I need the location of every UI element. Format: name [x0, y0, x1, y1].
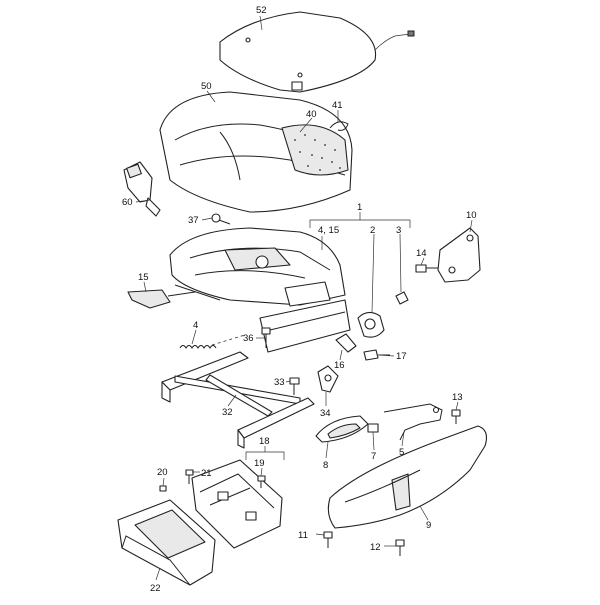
leader-lines [135, 15, 473, 581]
callout-1: 1 [357, 202, 362, 213]
callout-12: 12 [370, 542, 381, 553]
callout-8: 8 [323, 460, 328, 471]
callout-17: 17 [396, 351, 407, 362]
callout-40: 40 [306, 109, 317, 120]
storage-drawer-icon [117, 499, 216, 586]
screw-icon [257, 475, 266, 488]
callout-16: 16 [334, 360, 345, 371]
seat-belt-buckle-icon [123, 161, 161, 217]
screw-icon [289, 377, 300, 395]
screw-icon [451, 409, 461, 424]
callout-18: 18 [259, 436, 270, 447]
callout-2: 2 [370, 225, 375, 236]
side-trim-panel-icon [327, 425, 487, 529]
callout-10: 10 [466, 210, 477, 221]
bracket-icon [415, 227, 481, 283]
cover-cap-icon [315, 415, 369, 443]
callout-7: 7 [371, 451, 376, 462]
callout-9: 9 [426, 520, 431, 531]
clip-icon [159, 485, 167, 492]
bolt-icon [395, 291, 409, 305]
callout-labels: 52 50 41 40 60 37 1 4, 15 2 3 10 14 15 4… [122, 5, 477, 594]
callout-33: 33 [274, 377, 285, 388]
screw-icon [261, 327, 271, 348]
callout-32: 32 [222, 407, 233, 418]
spring-icon [179, 334, 246, 349]
callout-13: 13 [452, 392, 463, 403]
lever-handle-icon [127, 289, 196, 309]
seat-cushion-icon [159, 91, 353, 213]
callout-34: 34 [320, 408, 331, 419]
callout-3: 3 [396, 225, 401, 236]
screw-icon [395, 539, 405, 556]
callout-22: 22 [150, 583, 161, 594]
screw-icon [323, 531, 333, 548]
callout-4-15: 4, 15 [318, 225, 339, 236]
clip-icon [329, 121, 349, 131]
group-bracket [245, 212, 411, 460]
callout-21: 21 [201, 468, 212, 479]
lower-frame-icon [161, 351, 315, 449]
callout-60: 60 [122, 197, 133, 208]
callout-4: 4 [193, 320, 198, 331]
wire-bracket-icon [383, 403, 443, 441]
seat-cover-icon [219, 11, 415, 93]
recliner-motor-icon [357, 311, 385, 338]
link-bracket-icon [335, 333, 390, 361]
callout-5: 5 [399, 447, 404, 458]
callout-41: 41 [332, 100, 343, 111]
screw-icon [211, 213, 231, 225]
callout-37: 37 [188, 215, 199, 226]
callout-19: 19 [254, 458, 265, 469]
callout-11: 11 [298, 530, 308, 541]
seat-frame-icon [169, 227, 351, 353]
callout-20: 20 [157, 467, 168, 478]
callout-50: 50 [201, 81, 212, 92]
clip-icon [367, 423, 379, 433]
callout-52: 52 [256, 5, 267, 16]
drawer-mechanism-icon [191, 459, 283, 549]
screw-icon [185, 469, 194, 484]
callout-15: 15 [138, 272, 149, 283]
callout-36: 36 [243, 333, 254, 344]
callout-14: 14 [416, 248, 427, 259]
bracket-icon [317, 365, 339, 393]
